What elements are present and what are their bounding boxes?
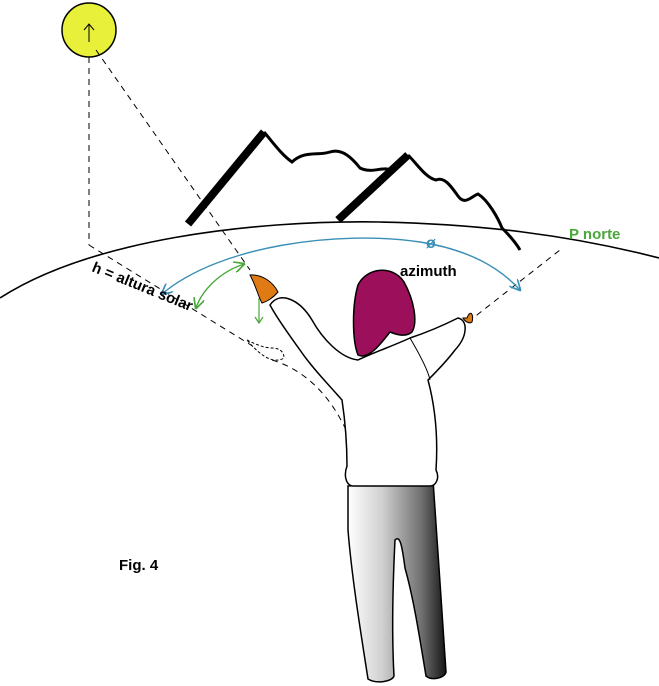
azimuth-arc <box>162 237 520 294</box>
azimuth-label: azimuth <box>400 263 457 280</box>
sun-center-arrow <box>83 23 95 42</box>
sun-ray-dashed-line <box>95 49 251 271</box>
person-hair <box>352 269 416 357</box>
north-label: P norte <box>569 226 620 243</box>
left-hand-icon <box>462 312 474 324</box>
horizon-line <box>0 221 659 299</box>
phi-symbol: ø <box>426 235 436 252</box>
altitude-small-arrow <box>254 298 264 325</box>
person-shirt <box>269 297 466 487</box>
person-pants <box>347 479 447 683</box>
altitude-label: h = altura solar <box>90 259 196 315</box>
altitude-arc <box>196 264 244 308</box>
right-hand-icon <box>249 274 279 304</box>
dashed-hand-outline <box>246 339 285 361</box>
figure-caption: Fig. 4 <box>119 557 159 574</box>
shadow-dashed-line <box>88 244 273 359</box>
shirt-fold <box>409 337 431 381</box>
mountains <box>184 129 522 251</box>
